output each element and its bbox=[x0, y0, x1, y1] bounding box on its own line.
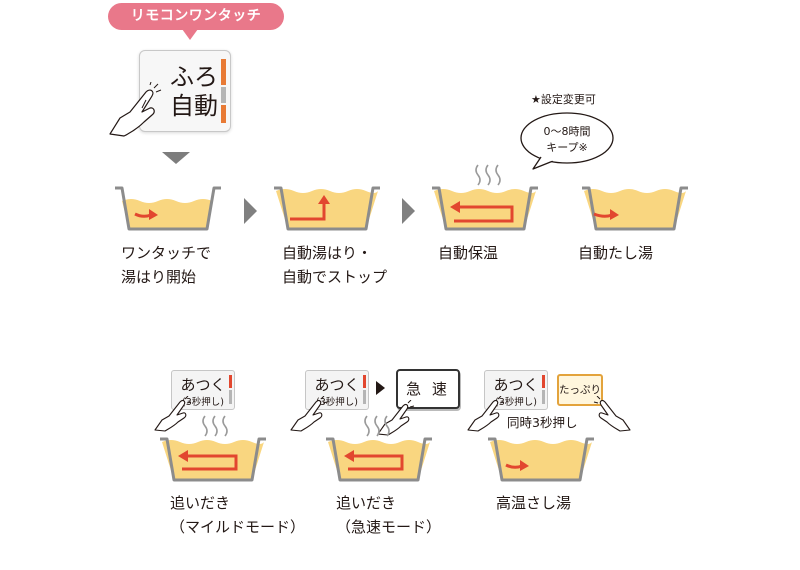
atsuku-button-rapid[interactable]: あつく (3秒押し) bbox=[305, 370, 369, 410]
mode-1-line1: 追いだき bbox=[170, 494, 231, 512]
furo-auto-button-label: ふろ 自動 bbox=[154, 63, 218, 121]
remote-one-touch-label: リモコンワンタッチ bbox=[108, 3, 284, 30]
atsuku-sub-label: (3秒押し) bbox=[182, 397, 224, 408]
step-1-label: ワンタッチで 湯はり開始 bbox=[121, 241, 211, 289]
bathtub-reheat-rapid bbox=[326, 437, 432, 482]
mode-2-line1: 追いだき bbox=[336, 494, 397, 512]
furo-auto-line2: 自動 bbox=[170, 92, 218, 120]
mode-3-label: 高温さし湯 bbox=[496, 491, 571, 515]
tappuri-button[interactable]: たっぷり bbox=[557, 374, 603, 406]
kyusoku-label: 急 速 bbox=[406, 380, 450, 398]
mode-2-line2: （急速モード） bbox=[336, 518, 442, 536]
play-arrow-icon bbox=[376, 381, 385, 395]
bathtub-fill-start bbox=[115, 186, 221, 231]
step-1-line1: ワンタッチで bbox=[121, 244, 212, 262]
button-stripe-top bbox=[221, 59, 226, 85]
star-icon: ★ bbox=[531, 93, 541, 106]
hand-press-icon bbox=[377, 400, 415, 436]
mode-1-line2: （マイルドモード） bbox=[170, 518, 306, 536]
keep-time-bubble bbox=[520, 112, 614, 170]
mode-2-label: 追いだき （急速モード） bbox=[336, 491, 441, 539]
step-2-line1: 自動湯はり・ bbox=[282, 244, 373, 262]
atsuku-sub-label: (3秒押し) bbox=[495, 397, 537, 408]
simultaneous-press-label: 同時3秒押し bbox=[507, 415, 578, 430]
steam-icon bbox=[475, 164, 501, 186]
button-stripe-bottom bbox=[229, 390, 232, 404]
hand-press-icon bbox=[290, 396, 328, 432]
button-stripe-bottom bbox=[363, 390, 366, 404]
step-2-label: 自動湯はり・ 自動でストップ bbox=[282, 241, 387, 289]
button-stripe-bottom bbox=[221, 105, 226, 123]
hand-press-left-icon bbox=[593, 396, 631, 432]
step-arrow-icon bbox=[402, 198, 415, 224]
button-stripe-top bbox=[363, 375, 366, 388]
furo-auto-button[interactable]: ふろ 自動 bbox=[139, 50, 231, 132]
hand-press-icon bbox=[154, 396, 192, 432]
mode-3-line1: 高温さし湯 bbox=[496, 494, 572, 512]
keep-time-text: 0～8時間 キープ※ bbox=[519, 124, 615, 156]
step-2-line2: 自動でストップ bbox=[282, 268, 388, 286]
bathtub-reheat-mild bbox=[160, 437, 266, 482]
atsuku-label: あつく bbox=[180, 376, 226, 394]
furo-auto-line1: ふろ bbox=[170, 63, 218, 91]
button-stripe-bottom bbox=[542, 390, 545, 404]
pill-pointer bbox=[182, 29, 198, 40]
kyusoku-button[interactable]: 急 速 bbox=[396, 369, 460, 409]
bathtub-hot-add bbox=[488, 437, 594, 482]
bathtub-auto-stop bbox=[274, 186, 380, 231]
button-stripe-mid bbox=[221, 87, 226, 103]
step-3-line1: 自動保温 bbox=[438, 244, 499, 262]
atsuku-label: あつく bbox=[314, 376, 360, 394]
atsuku-label: あつく bbox=[493, 376, 539, 394]
atsuku-sub-label: (3秒押し) bbox=[316, 397, 358, 408]
button-stripe-top bbox=[229, 375, 232, 388]
step-4-label: 自動たし湯 bbox=[578, 241, 653, 265]
steam-icon bbox=[364, 415, 390, 437]
keep-time-line1: 0～8時間 bbox=[543, 125, 591, 138]
step-3-label: 自動保温 bbox=[438, 241, 498, 265]
hand-press-icon bbox=[467, 396, 505, 432]
steam-icon bbox=[202, 415, 228, 437]
step-4-line1: 自動たし湯 bbox=[578, 244, 654, 262]
setting-change-note: ★設定変更可 bbox=[531, 91, 596, 107]
bathtub-keep-warm bbox=[432, 186, 538, 231]
bathtub-auto-add bbox=[582, 186, 688, 231]
mode-1-label: 追いだき （マイルドモード） bbox=[170, 491, 305, 539]
down-arrow-icon bbox=[162, 152, 190, 164]
step-arrow-icon bbox=[244, 198, 257, 224]
hand-press-icon bbox=[109, 82, 162, 137]
keep-time-line2: キープ※ bbox=[546, 141, 588, 154]
button-stripe-top bbox=[542, 375, 545, 388]
setting-change-label: 設定変更可 bbox=[540, 93, 596, 106]
step-1-line2: 湯はり開始 bbox=[121, 268, 197, 286]
tappuri-label: たっぷり bbox=[559, 384, 601, 396]
